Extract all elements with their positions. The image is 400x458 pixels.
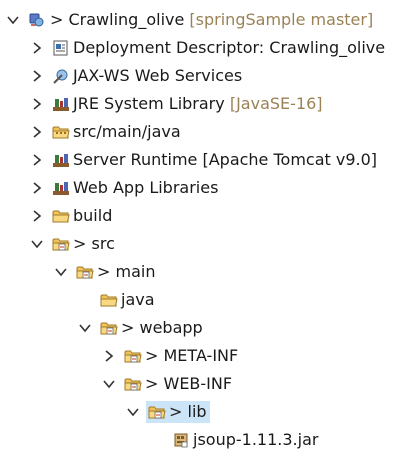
tree-row-web-app-libraries[interactable]: Web App Libraries <box>0 174 400 202</box>
web-project-icon <box>29 13 44 27</box>
dirty-marker: > <box>145 346 159 365</box>
tree-item-name: src <box>91 234 115 253</box>
tree-row-server-runtime[interactable]: Server Runtime [Apache Tomcat v9.0] <box>0 146 400 174</box>
tree-item-label: JAX-WS Web Services <box>73 66 243 85</box>
tree-row-jax-ws[interactable]: JAX-WS Web Services <box>0 62 400 90</box>
dirty-marker: > <box>97 262 111 281</box>
tree-item-label: > src <box>73 233 115 255</box>
chevron-right-icon[interactable] <box>30 97 44 111</box>
folder-icon <box>100 322 118 335</box>
project-decoration: [springSample master] <box>189 10 374 29</box>
dirty-marker: > <box>121 318 135 337</box>
chevron-down-icon[interactable] <box>102 377 116 391</box>
tree-row-web-inf[interactable]: > WEB-INF <box>0 370 400 398</box>
dirty-marker: > <box>145 374 159 393</box>
tree-row-java[interactable]: java <box>0 286 400 314</box>
chevron-down-icon[interactable] <box>78 321 92 335</box>
tree-item-label: Deployment Descriptor: Crawling_olive <box>73 38 386 57</box>
tree-item-name: main <box>115 262 156 281</box>
tree-item-name: WEB-INF <box>163 374 233 393</box>
tree-item-label: > main <box>97 261 155 283</box>
folder-icon <box>124 378 142 391</box>
chevron-right-icon[interactable] <box>30 153 44 167</box>
dirty-marker: > <box>50 10 64 29</box>
tree-item-label: > webapp <box>121 317 203 339</box>
chevron-right-icon[interactable] <box>30 41 44 55</box>
source-folder-icon <box>52 126 70 139</box>
tree-row-deployment-descriptor[interactable]: Deployment Descriptor: Crawling_olive <box>0 34 400 62</box>
folder-icon <box>148 406 166 419</box>
folder-icon <box>76 266 94 279</box>
tree-item-label: jsoup-1.11.3.jar <box>193 430 319 449</box>
chevron-right-icon[interactable] <box>30 209 44 223</box>
tree-row-main[interactable]: > main <box>0 258 400 286</box>
tree-item-name: META-INF <box>163 346 239 365</box>
tree-item-label: src/main/java <box>73 122 181 141</box>
tree-item-label: > lib <box>166 401 210 423</box>
tree-row-jre-library[interactable]: JRE System Library [JavaSE-16] <box>0 90 400 118</box>
chevron-right-icon[interactable] <box>102 349 116 363</box>
tree-row-source-folder[interactable]: src/main/java <box>0 118 400 146</box>
tree-item-label: build <box>73 206 113 225</box>
tree-item-label: java <box>121 290 155 309</box>
jre-version-decoration: [JavaSE-16] <box>229 94 323 113</box>
folder-icon <box>52 210 70 223</box>
tree-item-label: Web App Libraries <box>73 178 219 197</box>
tree-row-lib[interactable]: > lib <box>0 398 400 426</box>
folder-icon <box>100 294 118 307</box>
folder-icon <box>52 238 70 251</box>
dirty-marker: > <box>169 402 183 421</box>
library-icon <box>53 98 69 111</box>
deployment-descriptor-icon <box>53 40 68 56</box>
tree-row-meta-inf[interactable]: > META-INF <box>0 342 400 370</box>
tree-item-label: > WEB-INF <box>145 373 232 395</box>
chevron-right-icon[interactable] <box>30 69 44 83</box>
chevron-right-icon[interactable] <box>30 181 44 195</box>
web-services-icon <box>53 69 68 84</box>
chevron-down-icon[interactable] <box>30 237 44 251</box>
tree-item-label: > META-INF <box>145 345 238 367</box>
tree-item-label: Server Runtime [Apache Tomcat v9.0] <box>73 150 378 169</box>
folder-icon <box>124 350 142 363</box>
tree-item-name: webapp <box>139 318 203 337</box>
chevron-down-icon[interactable] <box>6 13 20 27</box>
tree-item-name: JRE System Library <box>73 94 225 113</box>
tree-row-webapp[interactable]: > webapp <box>0 314 400 342</box>
chevron-down-icon[interactable] <box>126 405 140 419</box>
tree-row-build[interactable]: build <box>0 202 400 230</box>
tree-row-jar[interactable]: jsoup-1.11.3.jar <box>0 426 400 454</box>
tree-item-name: lib <box>187 402 207 421</box>
library-icon <box>53 182 69 195</box>
tree-row-src[interactable]: > src <box>0 230 400 258</box>
jar-icon <box>174 433 188 448</box>
chevron-down-icon[interactable] <box>54 265 68 279</box>
tree-row-project[interactable]: > Crawling_olive [springSample master] <box>0 6 400 34</box>
project-name: Crawling_olive <box>68 10 185 29</box>
library-icon <box>53 154 69 167</box>
chevron-right-icon[interactable] <box>30 125 44 139</box>
dirty-marker: > <box>73 234 87 253</box>
project-label: > Crawling_olive [springSample master] <box>50 9 373 31</box>
tree-item-label: JRE System Library [JavaSE-16] <box>73 93 323 115</box>
